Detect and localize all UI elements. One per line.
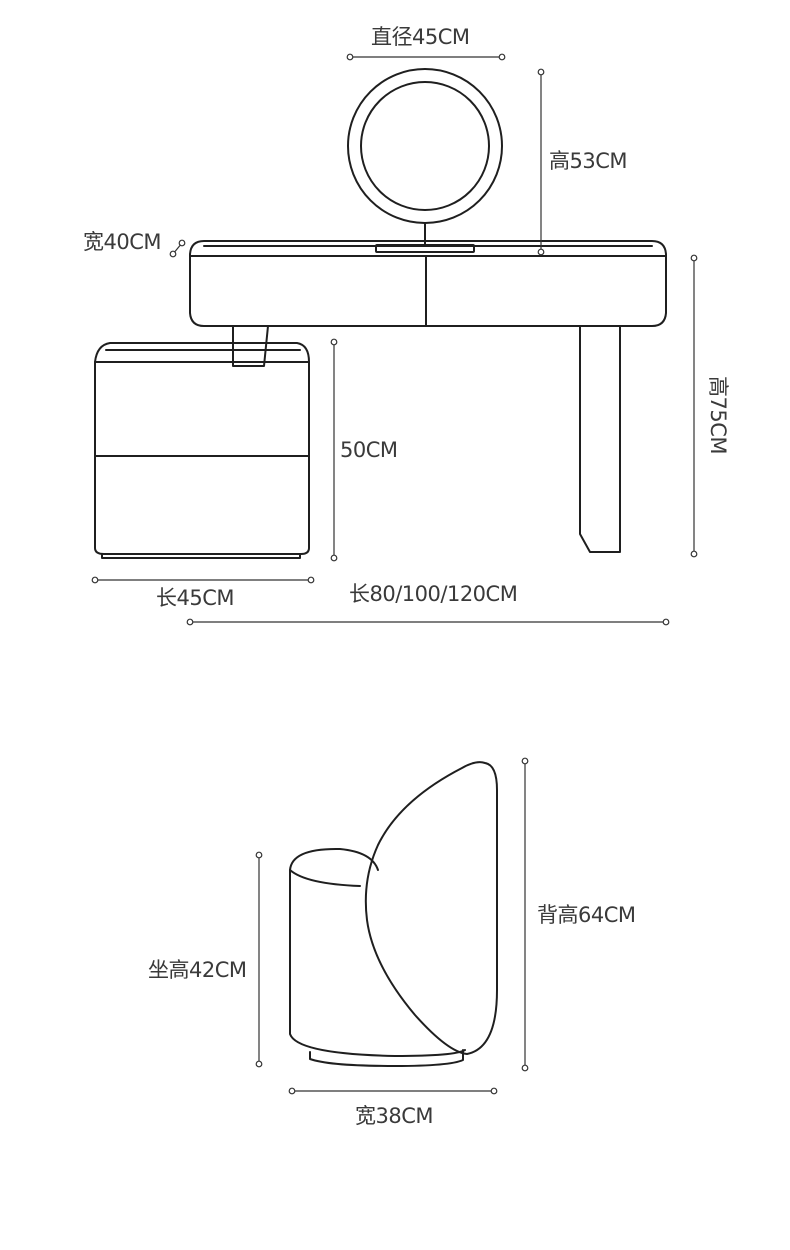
- dimension-endpoints: [91, 53, 698, 1095]
- stool-seat-height-label: 坐高42CM: [148, 958, 247, 982]
- desk-height-label: 高75CM: [706, 376, 730, 455]
- mirror-outline: [347, 68, 503, 253]
- mirror-diameter-label: 直径45CM: [371, 25, 470, 49]
- mirror-height-label: 高53CM: [549, 149, 628, 173]
- dimension-lines: [95, 56, 695, 1092]
- side-cabinet-outline: [94, 342, 310, 559]
- stool-back-height-label: 背高64CM: [537, 903, 636, 927]
- desk-depth-label: 宽40CM: [83, 230, 162, 254]
- desk-outline: [189, 240, 667, 553]
- stool-outline: [289, 761, 498, 1067]
- cabinet-length-label: 长45CM: [156, 586, 235, 610]
- stool-width-label: 宽38CM: [355, 1104, 434, 1128]
- desk-length-label: 长80/100/120CM: [349, 582, 518, 606]
- cabinet-height-label: 50CM: [340, 438, 398, 462]
